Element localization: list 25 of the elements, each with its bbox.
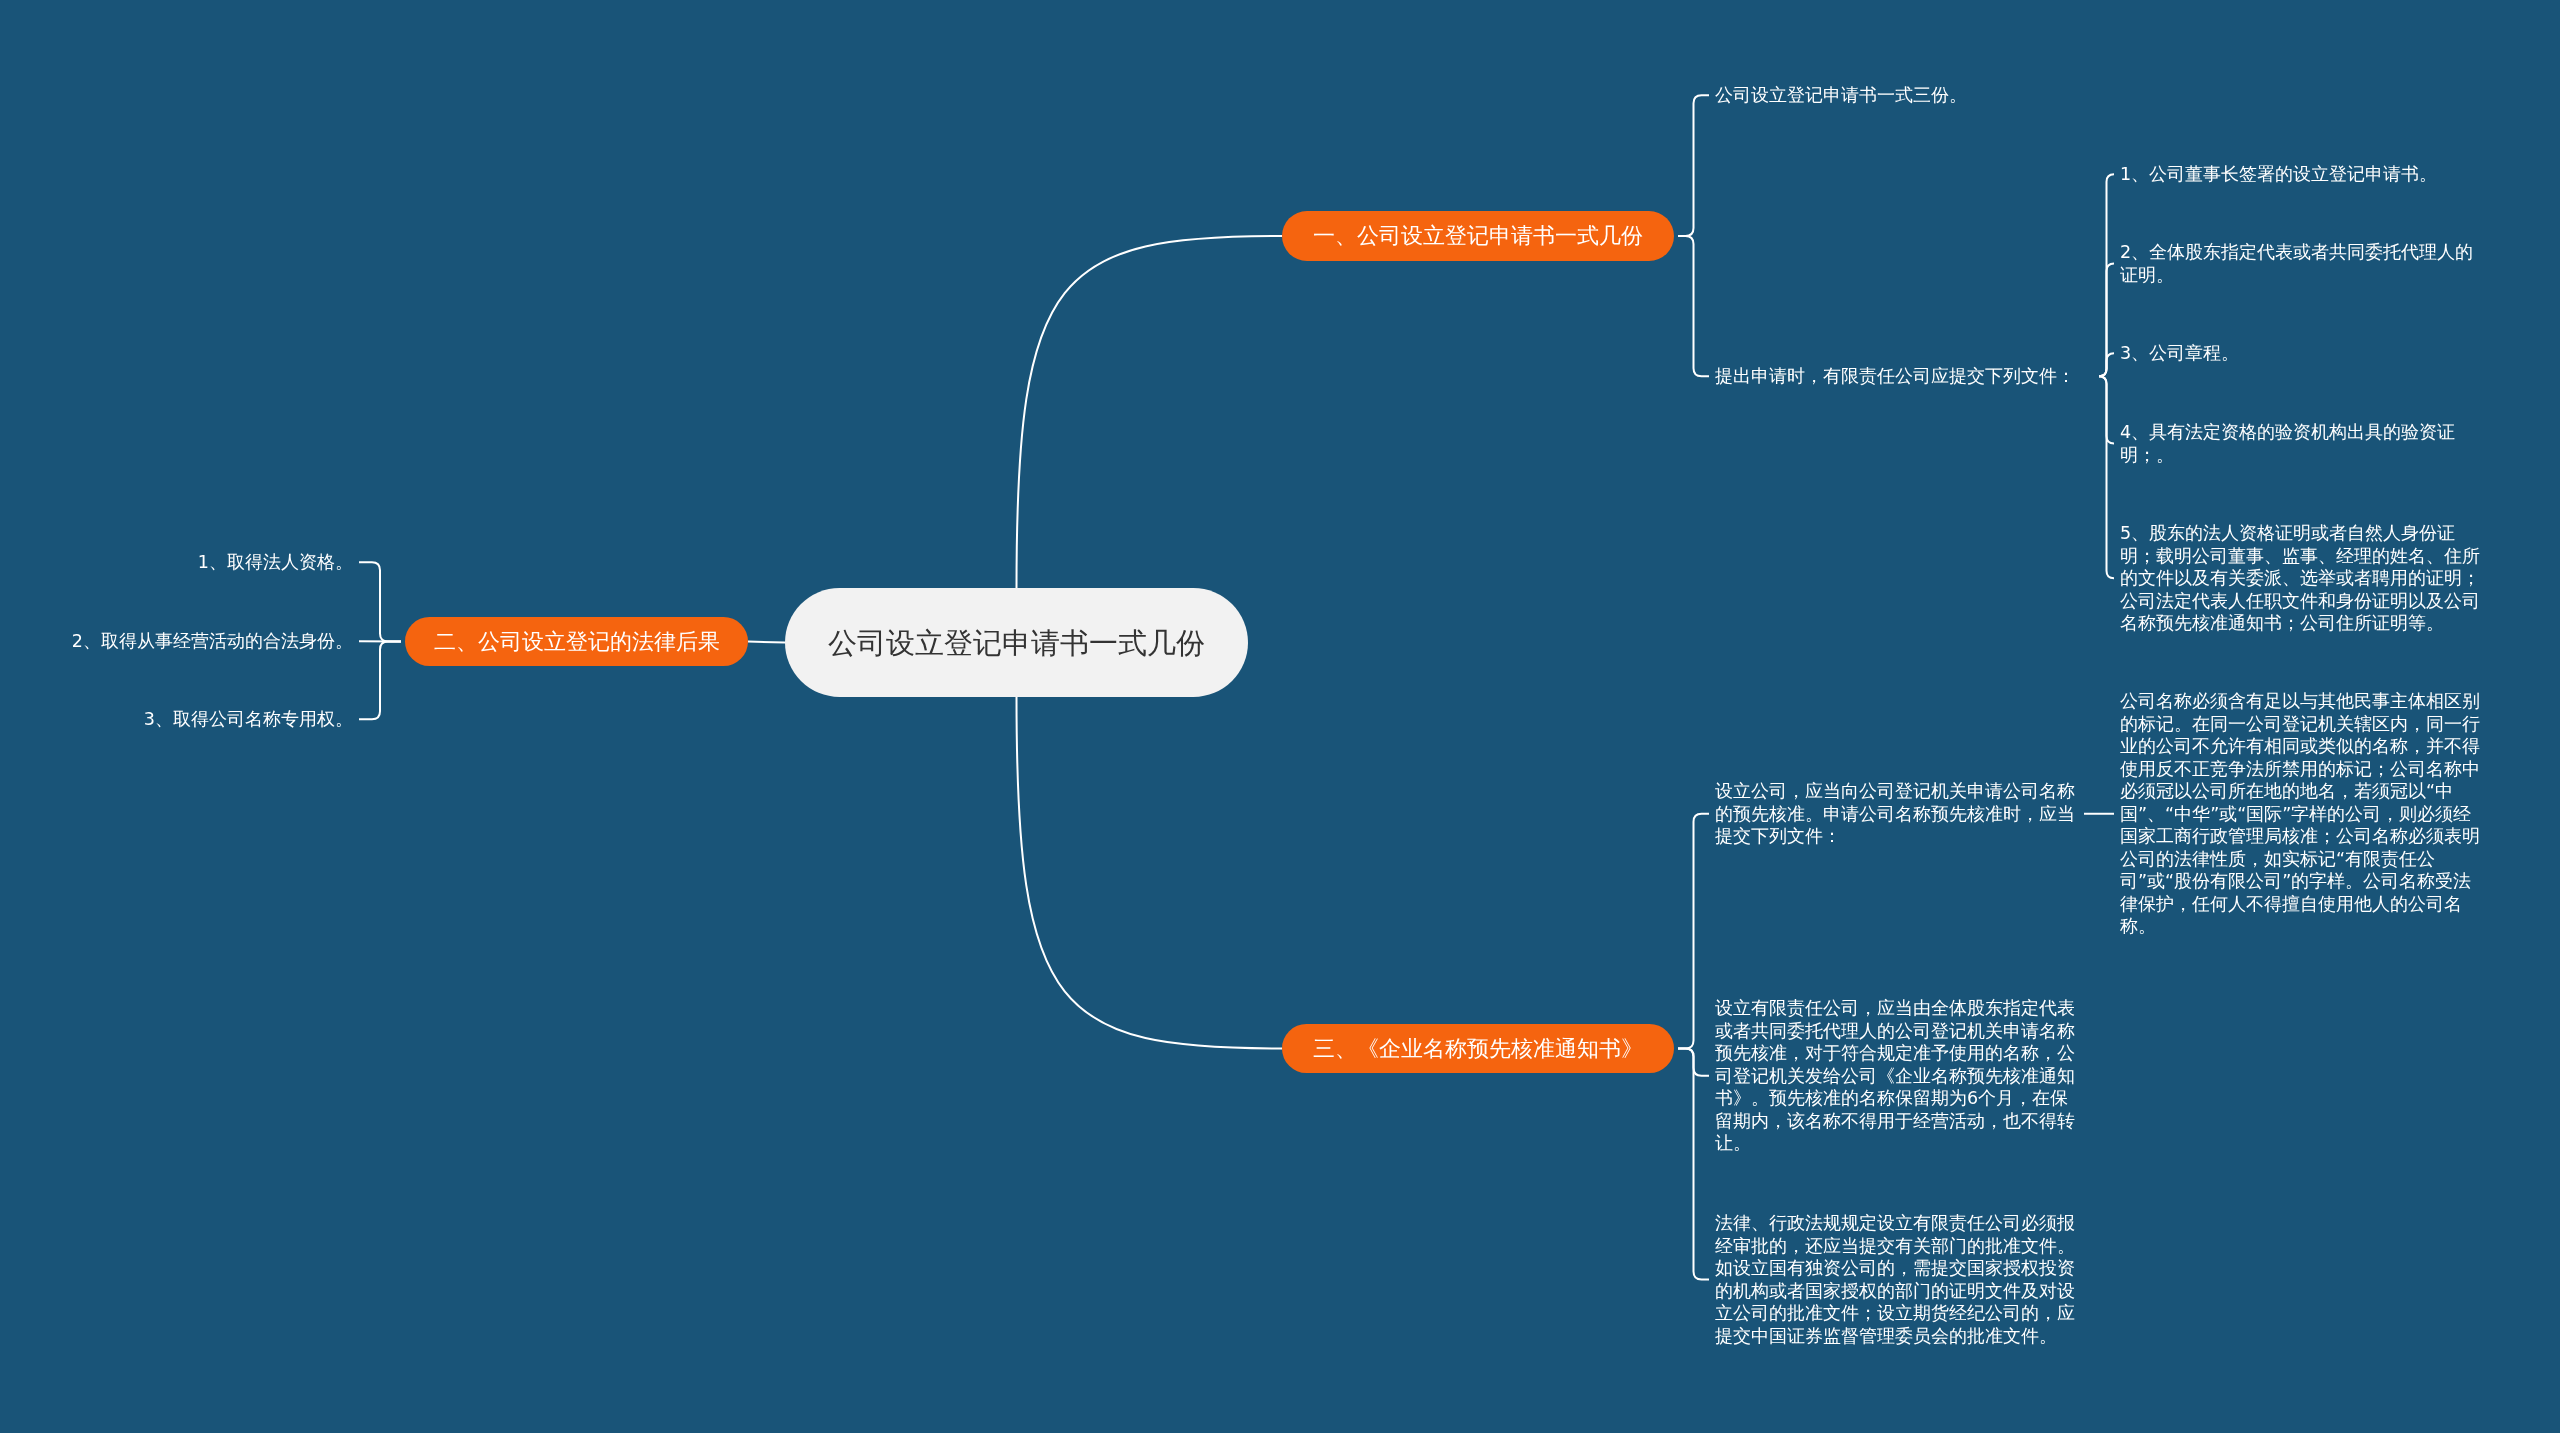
topic-text: 1、公司董事长签署的设立登记申请书。 — [2120, 163, 2490, 186]
topic-text: 3、公司章程。 — [2120, 342, 2490, 365]
connector-line — [1015, 235, 1283, 589]
topic-text: 公司名称必须含有足以与其他民事主体相区别的标记。在同一公司登记机关辖区内，同一行业的公司不允许有相同或类似的名称，并不得使用反不正竞争法所禁用的标记；公司名称中必须冠以公司所在地的地名，若须冠以“中国”、“中华”或“国际”字样的公司，则必须经国家工商行政管理局核准；公司名称必须表明公司的法律性质，如实标记“有限责任公司”或“股份有限公司”的字样。公司名称受法律保护，任何人不得擅自使用他人的公司名称。 — [2120, 690, 2485, 938]
branch-topic: 二、公司设立登记的法律后果 — [405, 617, 748, 666]
topic-text: 1、取得法人资格。 — [40, 551, 353, 574]
topic-text: 4、具有法定资格的验资机构出具的验资证明；。 — [2120, 421, 2490, 466]
connector-line — [358, 640, 402, 643]
topic-text: 2、全体股东指定代表或者共同委托代理人的证明。 — [2120, 241, 2490, 286]
topic-text: 法律、行政法规规定设立有限责任公司必须报经审批的，还应当提交有关部门的批准文件。如设立国有独资公司的，需提交国家授权投资的机构或者国家授权的部门的证明文件及对设立公司的批准文件；设立期货经纪公司的，应提交中国证券监督管理委员会的批准文件。 — [1715, 1212, 2080, 1347]
connector-line — [2098, 352, 2115, 378]
topic-text: 2、取得从事经营活动的合法身份。 — [40, 630, 353, 653]
topic-text: 设立公司，应当向公司登记机关申请公司名称的预先核准。申请公司名称预先核准时，应当提交下列文件： — [1715, 780, 2080, 848]
topic-text: 3、取得公司名称专用权。 — [40, 708, 353, 731]
topic-text: 设立有限责任公司，应当由全体股东指定代表或者共同委托代理人的公司登记机关申请名称预先核准，对于符合规定准予使用的名称，公司登记机关发给公司《企业名称预先核准通知书》。预先核准的名称保留期为6个月，在保留期内，该名称不得用于经营活动，也不得转让。 — [1715, 997, 2080, 1155]
connector-line — [1015, 696, 1283, 1050]
branch-topic: 三、《企业名称预先核准通知书》 — [1282, 1024, 1674, 1073]
connector-line — [747, 640, 786, 644]
topic-text: 提出申请时，有限责任公司应提交下列文件： — [1715, 365, 2095, 388]
central-topic: 公司设立登记申请书一式几份 — [785, 588, 1248, 697]
connector-line — [2098, 375, 2115, 580]
topic-text: 公司设立登记申请书一式三份。 — [1715, 84, 2115, 107]
branch-topic: 一、公司设立登记申请书一式几份 — [1282, 211, 1674, 261]
topic-text: 5、股东的法人资格证明或者自然人身份证明；载明公司董事、监事、经理的姓名、住所的文件以及有关委派、选举或者聘用的证明；公司法定代表人任职文件和身份证明以及公司名称预先核准通知书；公司住所证明等。 — [2120, 522, 2490, 635]
connector-line — [2083, 812, 2115, 815]
